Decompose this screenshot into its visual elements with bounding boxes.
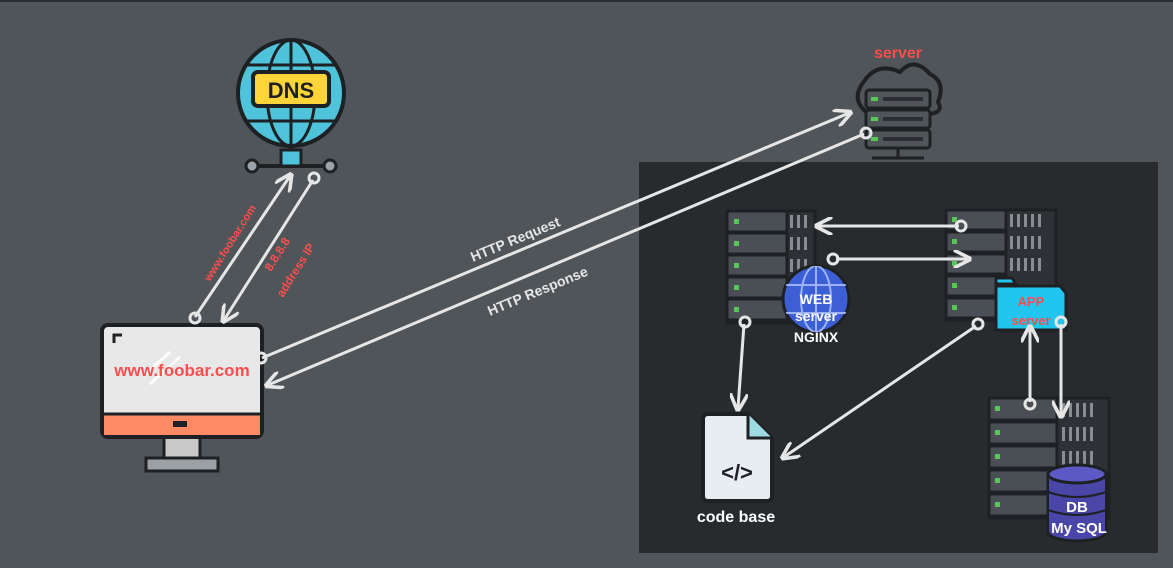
app-server-line1: APP [1018, 294, 1045, 309]
db-line1: DB [1066, 499, 1088, 516]
dns-globe-icon: DNS [236, 38, 346, 174]
client-url: www.foobar.com [113, 361, 249, 380]
server-label: server [874, 45, 922, 62]
monitor-icon: www.foobar.com [100, 323, 264, 473]
database-rack-icon: DB My SQL [987, 396, 1111, 543]
app-server-line2: server [1011, 313, 1050, 328]
internal-arrows [738, 221, 1066, 457]
dns-label: DNS [268, 78, 314, 103]
web-server-line1: WEB [800, 291, 833, 307]
folder-icon [994, 276, 1068, 332]
web-server-line3: NGINX [794, 329, 839, 345]
code-file-icon: </> code base [697, 412, 775, 526]
web-server-rack-icon: WEB server NGINX [725, 209, 851, 345]
code-base-label: code base [697, 509, 775, 526]
db-line2: My SQL [1051, 520, 1107, 537]
web-globe-icon [781, 264, 851, 334]
cloud-server-icon: server [855, 45, 943, 160]
dns-arrows: www.foobar.com 8.8.8.8 address IP [188, 173, 321, 323]
database-icon [1046, 463, 1108, 543]
dns-request-label: www.foobar.com [202, 203, 259, 285]
code-glyph: </> [721, 460, 753, 485]
web-server-line2: server [795, 308, 838, 324]
